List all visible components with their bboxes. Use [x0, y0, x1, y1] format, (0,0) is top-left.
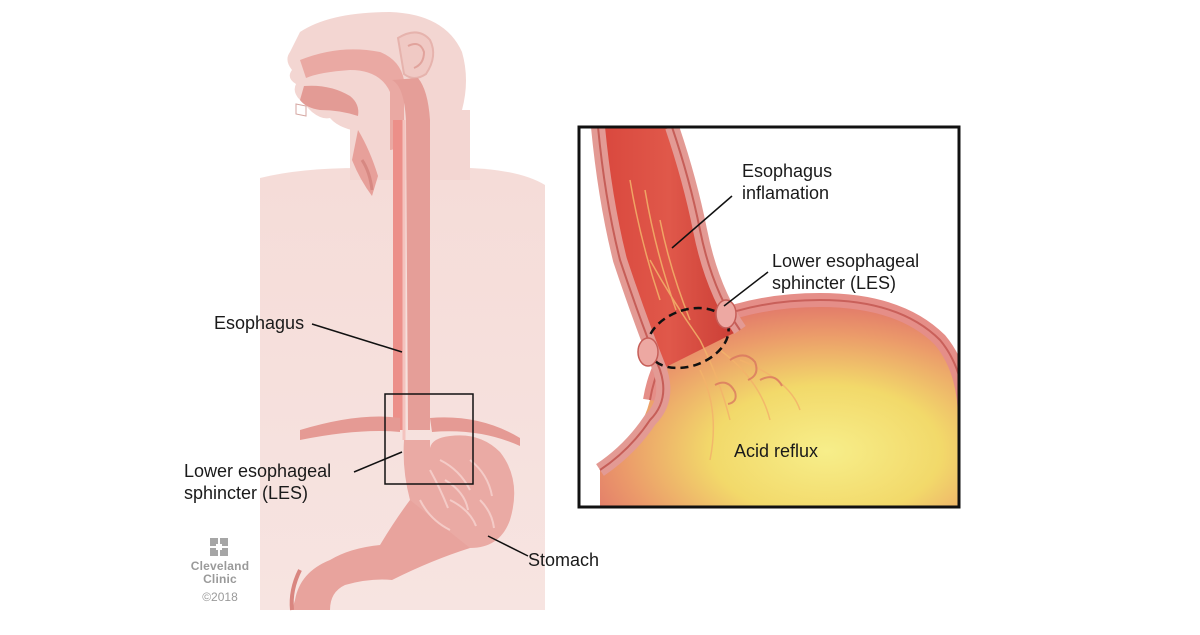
logo-copyright: ©2018: [202, 590, 238, 604]
label-stomach: Stomach: [528, 550, 600, 570]
esophagus-tube: [392, 78, 430, 440]
les-left-leader-line: [353, 451, 403, 473]
zoom-panel-border: [577, 125, 961, 509]
stomach-leader-line: [487, 535, 529, 557]
label-les-left-line1: Lower esophageal: [184, 461, 332, 481]
label-inflammation-line2: inflamation: [742, 183, 830, 203]
label-les-right-line1: Lower esophageal: [772, 251, 920, 271]
cleveland-clinic-logo-icon: [210, 538, 228, 556]
logo-name-line1: Cleveland: [190, 559, 250, 573]
zoom-panel: [577, 125, 961, 509]
label-les-right: Lower esophageal sphincter (LES): [772, 250, 919, 294]
inflammation-leader-line: [671, 195, 733, 249]
label-acid-reflux: Acid reflux: [734, 441, 819, 461]
stomach-organ: [289, 435, 515, 611]
label-les-left-line2: sphincter (LES): [184, 483, 309, 503]
label-inflammation-line1: Esophagus: [742, 161, 833, 181]
nasal-oral-cavity: [295, 49, 404, 196]
label-esophagus-inflammation: Esophagus inflamation: [742, 160, 832, 204]
zoom-indicator-box: [384, 393, 474, 485]
diaphragm: [300, 416, 520, 446]
esophagus-leader-line: [311, 323, 403, 353]
label-les-right-line2: sphincter (LES): [772, 273, 897, 293]
cleveland-clinic-logo: Cleveland Clinic ©2018: [190, 538, 250, 605]
label-esophagus: Esophagus: [214, 313, 305, 333]
label-les-left: Lower esophageal sphincter (LES): [184, 460, 331, 504]
les-right-leader-line: [723, 271, 769, 307]
logo-name-line2: Clinic: [203, 572, 237, 586]
